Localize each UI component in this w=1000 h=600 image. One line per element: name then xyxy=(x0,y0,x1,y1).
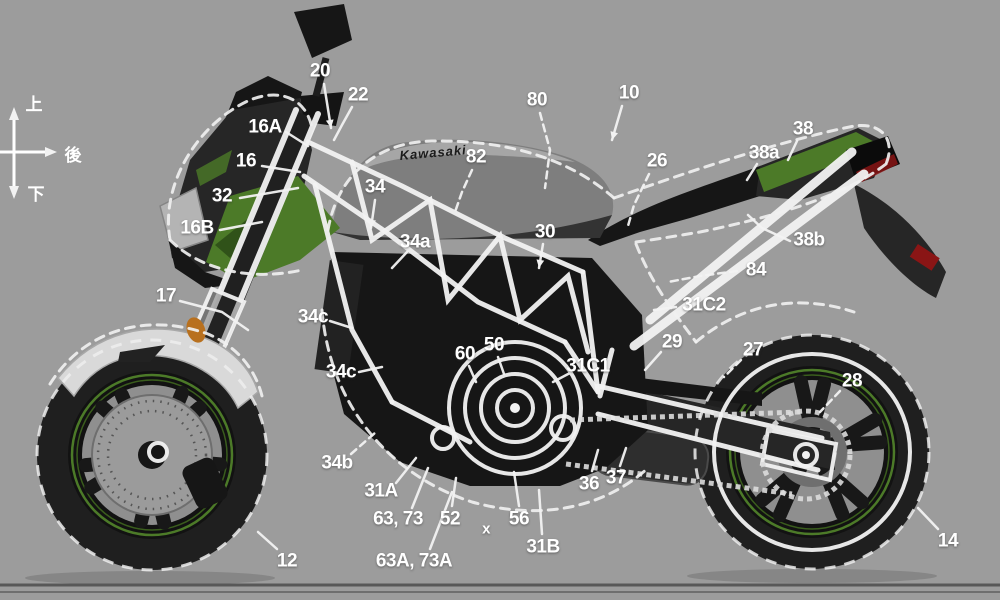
leader-line xyxy=(551,371,572,384)
front-wheel xyxy=(37,340,267,570)
leader-line xyxy=(450,476,458,508)
subframe-rail-upper xyxy=(645,147,857,325)
leader-line xyxy=(390,250,409,270)
leader-line xyxy=(818,389,842,414)
chain-lower xyxy=(565,461,793,497)
leader-line xyxy=(745,162,759,182)
front-axle-highlight xyxy=(147,441,169,463)
mirror xyxy=(294,4,352,97)
leader-line xyxy=(537,488,544,536)
leader-line xyxy=(349,430,378,456)
axis-indicator: 上 後 下 xyxy=(0,95,83,204)
leader-line xyxy=(496,355,506,376)
tail-section xyxy=(588,128,946,298)
axis-down-label: 下 xyxy=(28,185,45,204)
leader-line xyxy=(328,319,354,330)
chain-upper xyxy=(569,409,801,423)
leader-line xyxy=(786,139,799,162)
leader-line xyxy=(284,130,310,148)
leader-line xyxy=(512,470,521,508)
leader-line xyxy=(746,213,792,243)
rear-reflector xyxy=(909,244,940,271)
leader-arrowhead xyxy=(325,119,334,128)
leader-line xyxy=(178,299,250,332)
leader-arrowhead xyxy=(536,259,545,268)
leader-line xyxy=(428,490,454,551)
rear-mudguard xyxy=(854,184,946,298)
tail-green-stripe xyxy=(756,132,882,192)
leader-arrowhead xyxy=(610,131,618,140)
kawasaki-logo: Kawasaki xyxy=(399,142,467,163)
leader-line xyxy=(590,448,600,473)
leader-line xyxy=(256,530,279,551)
leader-line xyxy=(357,365,384,374)
axis-up-label: 上 xyxy=(26,95,43,114)
leader-line xyxy=(260,164,302,174)
leader-line xyxy=(652,305,678,312)
leader-line xyxy=(467,364,478,384)
leader-arrowhead xyxy=(368,219,376,228)
front-brake-caliper xyxy=(182,457,228,509)
leader-line xyxy=(238,186,300,200)
subframe-rail-lower xyxy=(629,169,869,351)
leader-line xyxy=(410,466,430,510)
leader-line xyxy=(643,350,663,372)
frame-overlay xyxy=(301,139,912,552)
leader-line xyxy=(626,172,651,228)
ground xyxy=(0,569,1000,593)
leader-line xyxy=(916,506,940,531)
axis-rear-label: 後 xyxy=(65,145,83,165)
fuel-tank: Kawasaki xyxy=(332,139,614,240)
dashed-outlines xyxy=(35,93,931,572)
leader-line xyxy=(618,446,628,468)
leader-line xyxy=(666,269,739,284)
leader-line xyxy=(332,105,354,142)
front-sprocket-highlight xyxy=(549,414,577,442)
leader-line xyxy=(218,220,264,232)
leader-line xyxy=(453,168,474,214)
leader-line xyxy=(722,358,743,379)
leader-line xyxy=(394,456,418,485)
leader-line xyxy=(538,111,552,190)
